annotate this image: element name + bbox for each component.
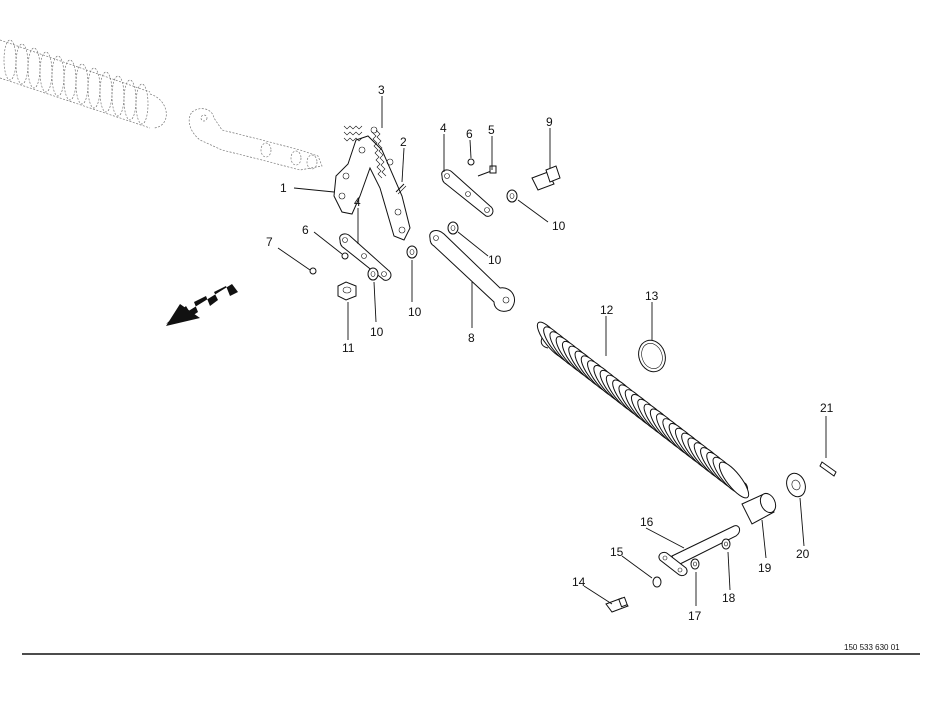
part-9-bolt — [531, 165, 561, 191]
part-14-bolt — [605, 596, 629, 613]
part-17-washer — [690, 558, 700, 570]
callout-10-d: 10 — [370, 325, 384, 339]
callout-labels: 1 2 3 4 6 5 9 10 10 4 6 7 10 10 11 8 12 … — [266, 83, 834, 623]
callout-12: 12 — [600, 303, 614, 317]
callout-10-c: 10 — [408, 305, 422, 319]
spring-coil — [718, 461, 750, 499]
callout-19: 19 — [758, 561, 772, 575]
part-10-washer-c — [406, 245, 418, 259]
callout-7: 7 — [266, 235, 273, 249]
callout-14: 14 — [572, 575, 586, 589]
part-3-tension-spring — [343, 125, 394, 179]
part-16-pin-with-plate — [658, 525, 741, 577]
part-21-pin — [819, 461, 837, 477]
part-5-bolt — [477, 165, 497, 177]
callout-1: 1 — [280, 181, 287, 195]
part-1-bracket-plate — [333, 135, 411, 241]
part-18-nut — [721, 538, 731, 550]
part-4-link-plate-upper — [441, 169, 494, 217]
callout-16: 16 — [640, 515, 654, 529]
part-10-washer-d — [367, 267, 379, 281]
callout-10-b: 10 — [488, 253, 502, 267]
travel-direction-arrow-icon — [166, 284, 238, 326]
part-19-bushing — [741, 492, 777, 525]
callout-21: 21 — [820, 401, 834, 415]
reference-bracket-ghost — [188, 108, 323, 171]
part-6-nut-upper — [467, 158, 475, 166]
callout-10-a: 10 — [552, 219, 566, 233]
part-2-pin — [395, 183, 407, 195]
part-10-washer-b — [447, 221, 459, 235]
part-13-ring — [638, 339, 666, 373]
part-15-nut — [652, 576, 662, 588]
part-4-link-plate-lower — [339, 233, 392, 281]
callout-18: 18 — [722, 591, 736, 605]
part-11-hex-nut — [337, 281, 357, 301]
callout-6-upper: 6 — [466, 127, 473, 141]
callout-8: 8 — [468, 331, 475, 345]
callout-20: 20 — [796, 547, 810, 561]
part-6-nut-lower — [341, 252, 349, 260]
callout-3: 3 — [378, 83, 385, 97]
part-20-washer — [786, 472, 806, 498]
callout-15: 15 — [610, 545, 624, 559]
callout-9: 9 — [546, 115, 553, 129]
callout-6-lower: 6 — [302, 223, 309, 237]
part-7-nut — [309, 267, 317, 275]
callout-2: 2 — [400, 135, 407, 149]
part-12-main-spring — [536, 321, 750, 499]
callout-4-upper: 4 — [440, 121, 447, 135]
drawing-number: 150 533 630 01 — [844, 643, 900, 652]
callout-11: 11 — [342, 341, 355, 355]
callout-17: 17 — [688, 609, 702, 623]
callout-4-lower: 4 — [354, 195, 361, 209]
callout-5: 5 — [488, 123, 495, 137]
reference-spring-ghost — [0, 39, 167, 129]
part-8-lever-arm — [429, 230, 515, 312]
part-10-washer-a — [506, 189, 518, 203]
callout-13: 13 — [645, 289, 659, 303]
leader-lines — [277, 96, 827, 606]
